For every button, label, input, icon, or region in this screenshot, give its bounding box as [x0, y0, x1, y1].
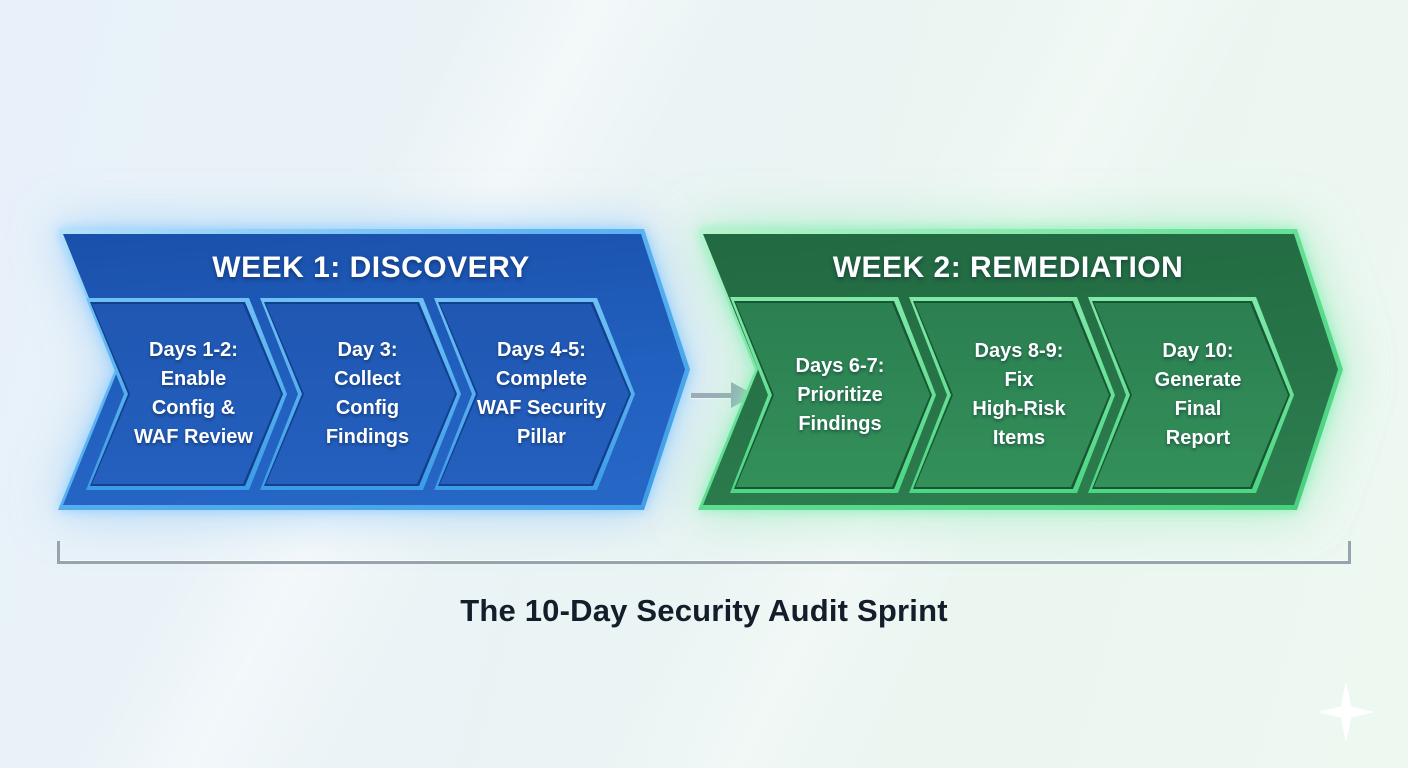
step-label: Day 3: Collect Config Findings	[325, 339, 410, 448]
step-chevron-days-1-2: Days 1-2: Enable Config & WAF Review	[86, 298, 287, 490]
step-chevron-days-8-9: Days 8-9: Fix High-Risk Items	[909, 297, 1115, 493]
step-label: Days 4-5: Complete WAF Security Pillar	[477, 339, 606, 448]
step-chevron-day-3: Day 3: Collect Config Findings	[260, 298, 461, 490]
span-bracket	[57, 541, 1351, 564]
step-chevron-days-6-7: Days 6-7: Prioritize Findings	[730, 297, 936, 493]
week1-title: WEEK 1: DISCOVERY	[212, 251, 530, 284]
week2-banner: WEEK 2: REMEDIATION Days 6-7: Prioritize…	[698, 229, 1343, 510]
arrow-shaft	[691, 393, 733, 398]
week1-banner: WEEK 1: DISCOVERY Days 1-2: Enable Confi…	[58, 229, 690, 510]
week1-steps: Days 1-2: Enable Config & WAF Review Day…	[86, 298, 635, 490]
step-label: Days 6-7: Prioritize Findings	[795, 354, 885, 435]
step-label: Day 10: Generate Final Report	[1154, 340, 1242, 449]
step-chevron-day-10: Day 10: Generate Final Report	[1088, 297, 1294, 493]
week2-title: WEEK 2: REMEDIATION	[832, 251, 1184, 284]
diagram-caption: The 10-Day Security Audit Sprint	[460, 593, 948, 628]
step-chevron-days-4-5: Days 4-5: Complete WAF Security Pillar	[434, 298, 635, 490]
step-label: Days 1-2: Enable Config & WAF Review	[134, 339, 253, 448]
sparkle-icon	[1317, 681, 1375, 743]
step-label: Days 8-9: Fix High-Risk Items	[972, 340, 1066, 449]
week2-steps: Days 6-7: Prioritize Findings Days 8-9: …	[730, 297, 1294, 493]
